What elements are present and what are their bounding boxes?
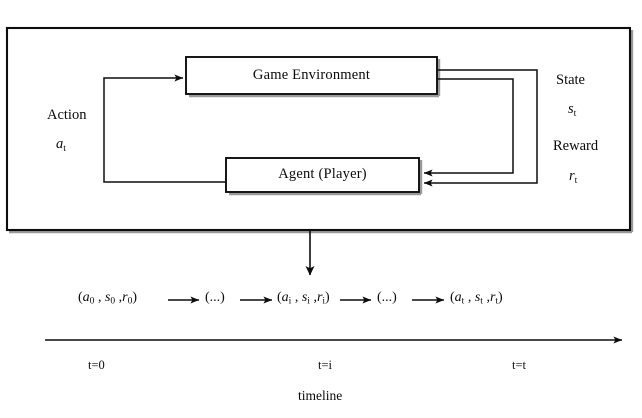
tuple-item-state: s xyxy=(104,290,111,305)
shadow-group xyxy=(9,30,634,234)
tuple-close-paren: ) xyxy=(498,290,503,305)
tuple-open-paren: ( xyxy=(277,290,282,305)
timeline-tick-tt: t=t xyxy=(512,358,526,372)
reward-label: Reward xyxy=(553,138,599,154)
tuple-item-reward-sub: i xyxy=(322,296,326,307)
tuple-comma: , xyxy=(309,290,317,305)
agent-node-label: Agent (Player) xyxy=(278,166,367,182)
agent-node-box[interactable] xyxy=(225,157,420,193)
tuple-comma: , xyxy=(115,290,123,305)
reward-symbol-sub: t xyxy=(574,174,578,186)
timeline-tick-ti: t=i xyxy=(318,358,332,372)
state-symbol-base: s xyxy=(568,101,574,117)
tuple-item-action-sub: t xyxy=(461,296,465,307)
state-symbol: st xyxy=(568,101,576,119)
action-symbol-sub: t xyxy=(63,142,66,154)
rl-loop-container xyxy=(5,26,632,232)
tuple-item-state-sub: 0 xyxy=(110,296,116,307)
action-symbol-base: a xyxy=(56,136,64,152)
state-label: State xyxy=(556,72,585,88)
reward-symbol: rt xyxy=(569,168,577,186)
tuple-item-reward-sub: 0 xyxy=(127,296,133,307)
timeline-tuple-i: (ai , si ,ri) xyxy=(277,290,330,307)
tuple-item-reward: r xyxy=(122,290,128,305)
tuple-item-state: s xyxy=(474,290,481,305)
tuple-comma: , xyxy=(94,290,105,305)
tuple-comma: , xyxy=(464,290,475,305)
tuple-close-paren: ) xyxy=(325,290,330,305)
timeline-ellipsis-1: (...) xyxy=(205,290,225,305)
timeline-tuple-0: (a0 , s0 ,r0) xyxy=(78,290,137,307)
state-edge-path xyxy=(423,78,514,177)
tuple-comma: , xyxy=(482,290,490,305)
environment-node-box[interactable] xyxy=(185,56,438,95)
tuple-item-action: a xyxy=(454,290,462,305)
tuple-item-action-sub: 0 xyxy=(89,296,95,307)
tuple-open-paren: ( xyxy=(450,290,455,305)
action-edge-path xyxy=(103,74,226,183)
state-symbol-sub: t xyxy=(573,107,577,119)
tuple-item-state-sub: i xyxy=(307,296,310,307)
environment-node-label: Game Environment xyxy=(252,67,371,83)
timeline-ellipsis-2: (...) xyxy=(377,290,397,305)
timeline-caption: timeline xyxy=(298,388,343,403)
tuple-item-reward: r xyxy=(489,290,496,305)
tuple-item-state: s xyxy=(301,290,308,305)
tuple-item-reward-sub: t xyxy=(495,296,499,307)
tuple-item-action: a xyxy=(281,290,289,305)
action-symbol: at xyxy=(56,136,66,154)
tuple-item-action: a xyxy=(82,290,90,305)
tuple-open-paren: ( xyxy=(78,290,83,305)
tuple-item-action-sub: i xyxy=(288,296,292,307)
tuple-comma: , xyxy=(291,290,302,305)
tuple-item-reward: r xyxy=(316,290,323,305)
reward-symbol-base: r xyxy=(569,168,575,184)
action-label: Action xyxy=(47,107,87,123)
reward-edge-path xyxy=(423,69,538,187)
tuple-item-state-sub: t xyxy=(480,296,483,307)
timeline-tick-t0: t=0 xyxy=(88,358,105,372)
tuple-close-paren: ) xyxy=(132,290,138,305)
timeline-tuple-t: (at , st ,rt) xyxy=(450,290,503,307)
